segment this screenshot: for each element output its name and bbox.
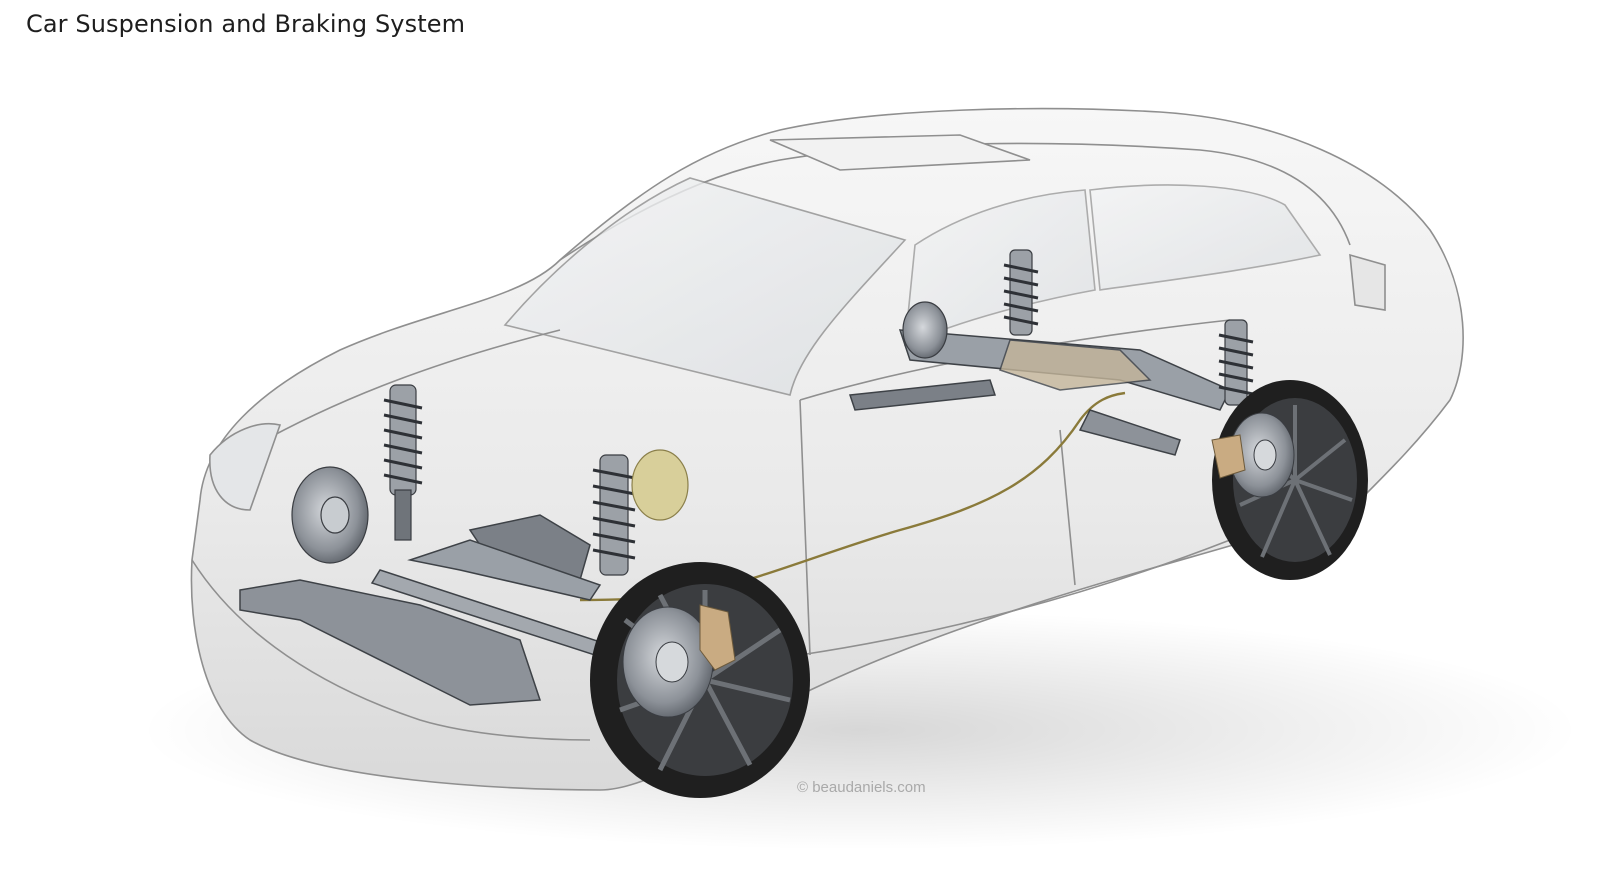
front-crossmember [239, 579, 542, 706]
rear-lower-arm [1078, 409, 1181, 456]
rear-light [1349, 253, 1386, 311]
rear-left-strut [902, 249, 1039, 359]
rear-right-wheel [1211, 380, 1368, 580]
front-left-brake [291, 466, 369, 564]
front-lower-arm [407, 539, 602, 601]
side-window-front [904, 189, 1096, 347]
headlight [209, 423, 282, 511]
rear-diff-bracket [999, 339, 1152, 391]
front-right-wheel [590, 562, 810, 798]
front-left-strut [383, 384, 423, 541]
windshield [503, 177, 907, 396]
page-title: Car Suspension and Braking System [26, 10, 466, 38]
side-window-rear [1089, 184, 1322, 291]
brake-line-main [689, 391, 1126, 597]
front-right-strut [592, 449, 689, 576]
front-subframe [239, 514, 641, 706]
rear-right-strut [1218, 319, 1254, 406]
front-bumper [191, 559, 591, 741]
rear-subframe [848, 329, 1232, 456]
sunroof [769, 134, 1031, 171]
copyright-credit: © beaudaniels.com [797, 779, 926, 796]
rear-caliper [1211, 434, 1246, 479]
rear-link [848, 379, 997, 411]
sill-line [799, 539, 1231, 656]
front-caliper [699, 604, 736, 671]
